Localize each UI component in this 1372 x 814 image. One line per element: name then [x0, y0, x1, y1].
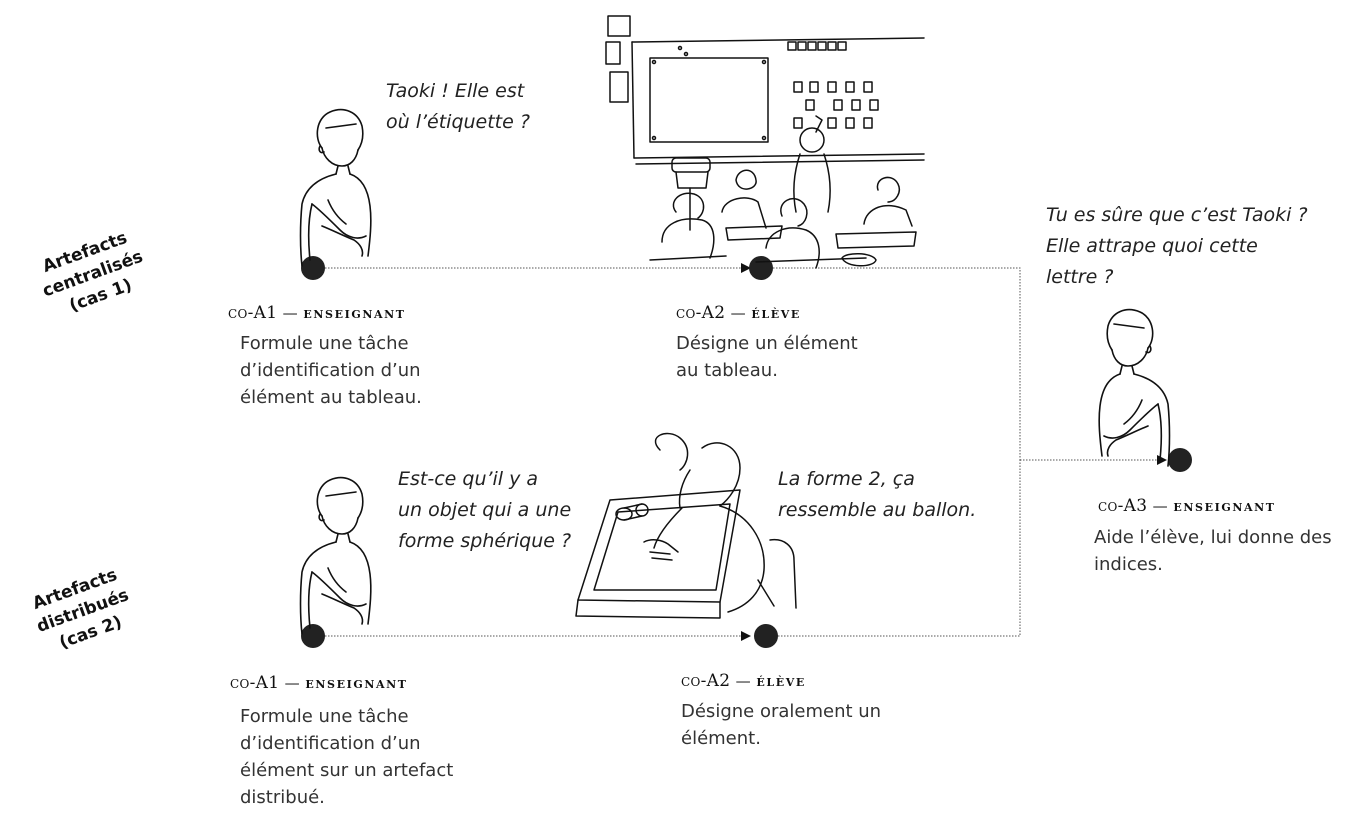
dash: —	[282, 304, 299, 322]
label-case1-a2: co-A2 — élève	[676, 303, 801, 323]
description-case2-a2: Désigne oralement un élément.	[681, 701, 882, 749]
dash: —	[735, 672, 752, 690]
role: enseignant	[305, 673, 408, 692]
node-a3	[1168, 448, 1192, 472]
node-case2-a2	[754, 624, 778, 648]
description-case2-a1: Formule une tâche d’identification d’un …	[240, 706, 454, 808]
description-case1-a2: Désigne un élément au tableau.	[676, 333, 858, 381]
code: co-A1	[228, 303, 278, 323]
code: co-A2	[676, 303, 726, 323]
code: co-A3	[1098, 496, 1148, 516]
description-case1-a1: Formule une tâche d’identification d’un …	[240, 333, 422, 408]
speech-case1-a1: Taoki ! Elle est où l’étiquette ?	[386, 80, 530, 133]
label-case2-a2: co-A2 — élève	[681, 671, 806, 691]
link-case1-to-a3	[773, 267, 1021, 460]
role: enseignant	[1173, 496, 1276, 515]
teacher-figure-icon	[1098, 308, 1171, 467]
label-case2-a1: co-A1 — enseignant	[230, 673, 408, 693]
code: co-A2	[681, 671, 731, 691]
role: élève	[756, 671, 806, 690]
speech-case2-a2: La forme 2, ça ressemble au ballon.	[778, 468, 977, 521]
teacher-figure-icon	[299, 108, 372, 267]
dash: —	[730, 304, 747, 322]
node-case2-a1	[301, 624, 325, 648]
label-case1-a1: co-A1 — enseignant	[228, 303, 406, 323]
speech-case2-a1: Est-ce qu’il y a un objet qui a une form…	[398, 468, 572, 552]
classroom-board-sketch	[605, 15, 925, 269]
node-case1-a1	[301, 256, 325, 280]
label-a3: co-A3 — enseignant	[1098, 496, 1276, 516]
role: élève	[751, 303, 801, 322]
code: co-A1	[230, 673, 280, 693]
role: enseignant	[303, 303, 406, 322]
teacher-figure-icon	[299, 476, 372, 635]
description-a3: Aide l’élève, lui donne des indices.	[1094, 527, 1332, 575]
speech-a3: Tu es sûre que c’est Taoki ? Elle attrap…	[1046, 204, 1308, 288]
dash: —	[1152, 497, 1169, 515]
dash: —	[284, 674, 301, 692]
pupil-at-desk-sketch	[575, 432, 797, 619]
